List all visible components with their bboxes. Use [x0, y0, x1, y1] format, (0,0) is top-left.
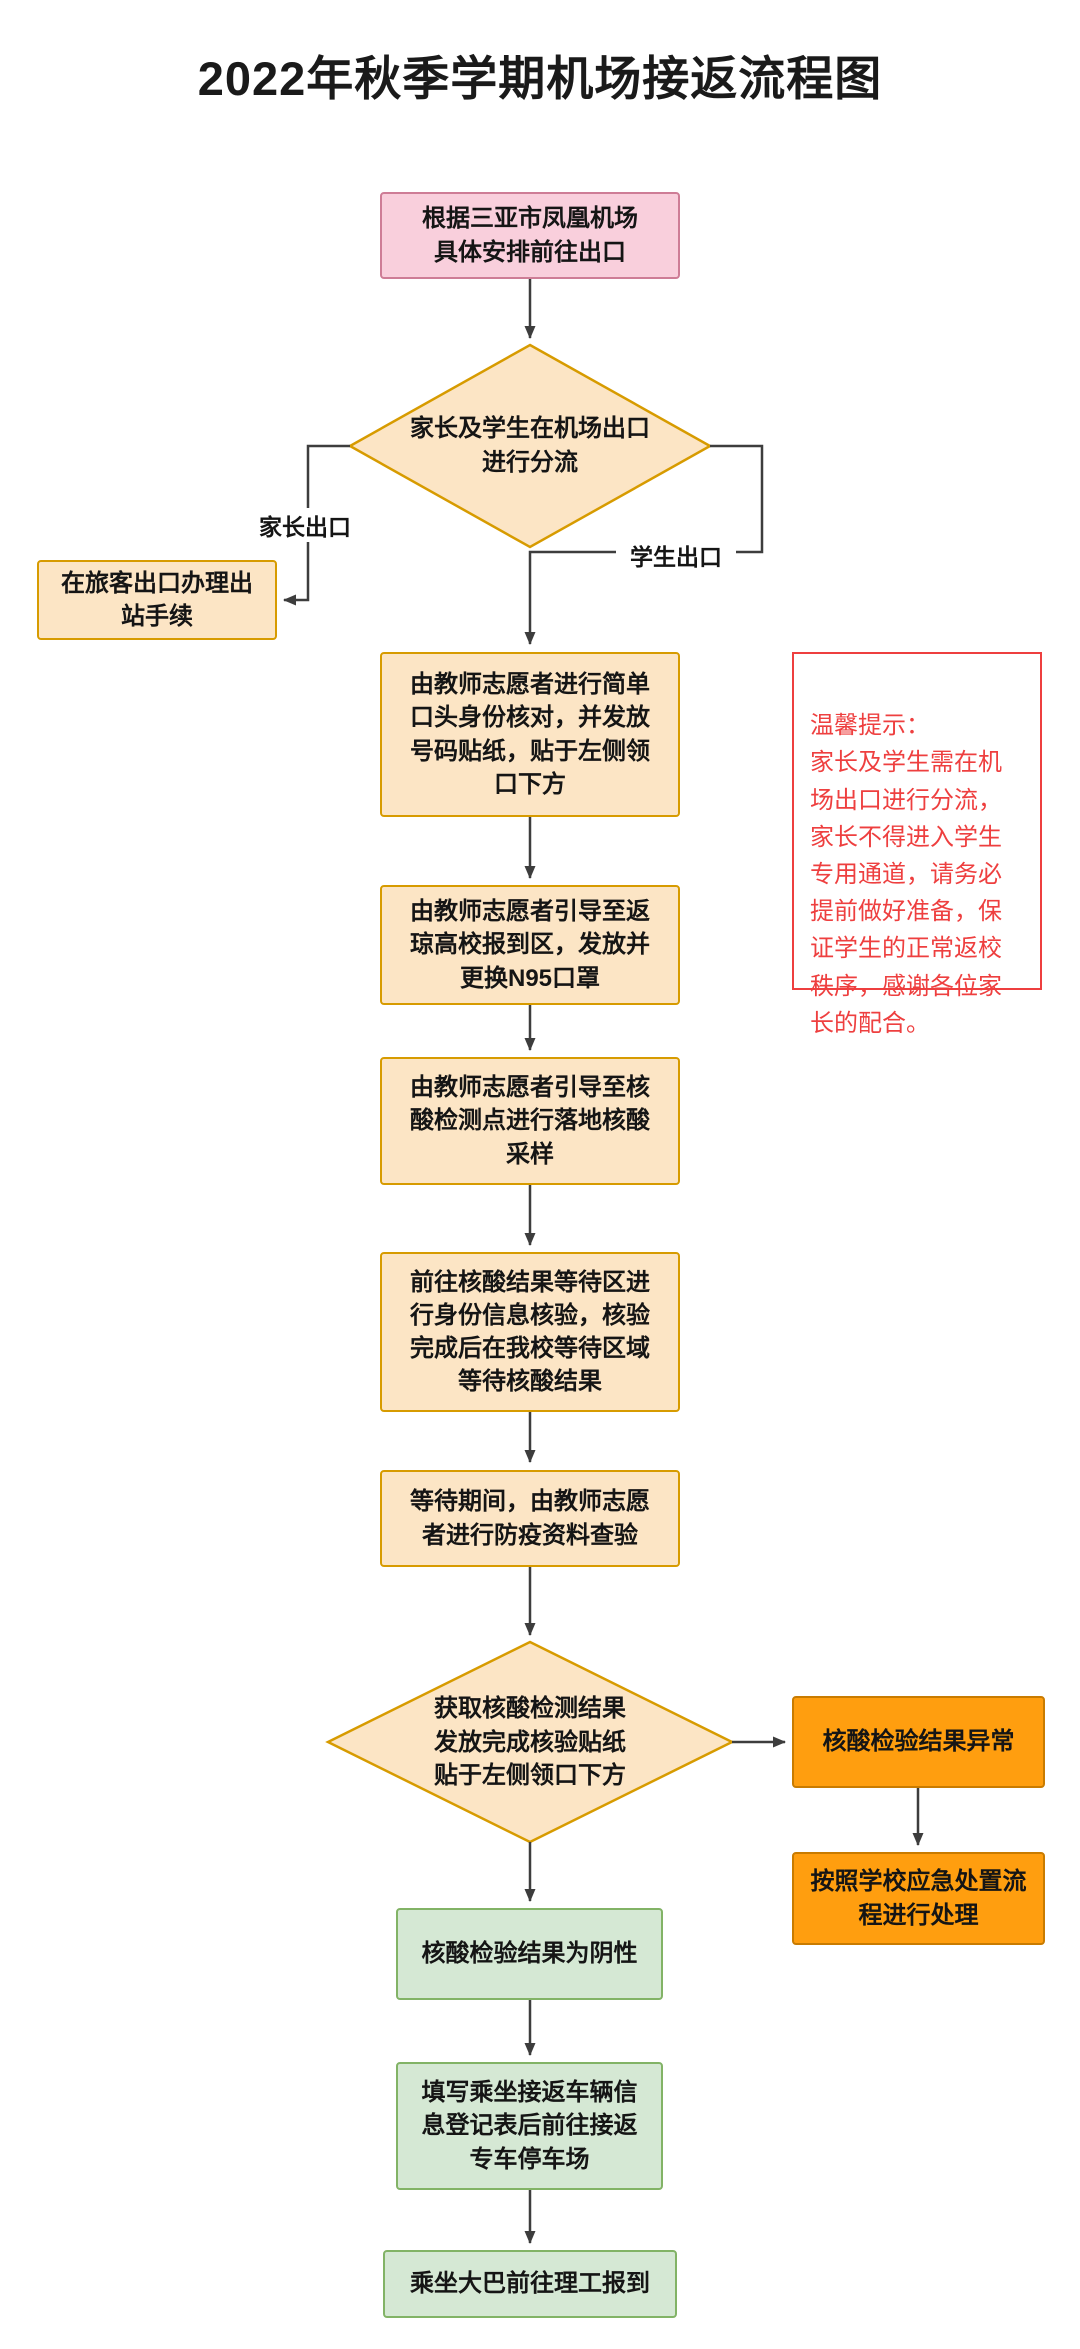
node-verify-identity: 由教师志愿者进行简单 口头身份核对，并发放 号码贴纸，贴于左侧领 口下方	[380, 652, 680, 817]
tip-box: 温馨提示： 家长及学生需在机 场出口进行分流， 家长不得进入学生 专用通道，请务必…	[792, 652, 1042, 1037]
node-result-negative: 核酸检验结果为阴性	[396, 1908, 663, 2000]
node-parent-exit: 在旅客出口办理出 站手续	[37, 560, 277, 640]
node-take-bus: 乘坐大巴前往理工报到	[383, 2250, 677, 2318]
decision-result-label: 获取核酸检测结果 发放完成核验贴纸 贴于左侧领口下方	[434, 1695, 626, 1790]
node-guide-testing: 由教师志愿者引导至核 酸检测点进行落地核酸 采样	[380, 1057, 680, 1185]
node-guide-checkin: 由教师志愿者引导至返 琼高校报到区，发放并 更换N95口罩	[380, 885, 680, 1005]
flowchart-title: 2022年秋季学期机场接返流程图	[197, 52, 883, 105]
node-start: 根据三亚市凤凰机场 具体安排前往出口	[380, 192, 680, 279]
node-wait-results: 前往核酸结果等待区进 行身份信息核验，核验 完成后在我校等待区域 等待核酸结果	[380, 1252, 680, 1412]
tip-title: 温馨提示：	[810, 712, 930, 740]
node-check-documents: 等待期间，由教师志愿 者进行防疫资料查验	[380, 1470, 680, 1567]
node-emergency-handling: 按照学校应急处置流 程进行处理	[792, 1852, 1045, 1945]
node-register-vehicle: 填写乘坐接返车辆信 息登记表后前往接返 专车停车场	[396, 2062, 663, 2190]
node-result-abnormal: 核酸检验结果异常	[792, 1696, 1045, 1788]
edge-label-parent-exit: 家长出口	[245, 508, 365, 542]
edge-split-to-verify	[524, 444, 764, 645]
edge-label-student-exit: 学生出口	[616, 538, 736, 572]
decision-split-shape	[347, 343, 713, 549]
decision-split-label: 家长及学生在机场出口 进行分流	[410, 415, 650, 476]
tip-body: 家长及学生需在机 场出口进行分流， 家长不得进入学生 专用通道，请务必 提前做好…	[810, 749, 1002, 1037]
